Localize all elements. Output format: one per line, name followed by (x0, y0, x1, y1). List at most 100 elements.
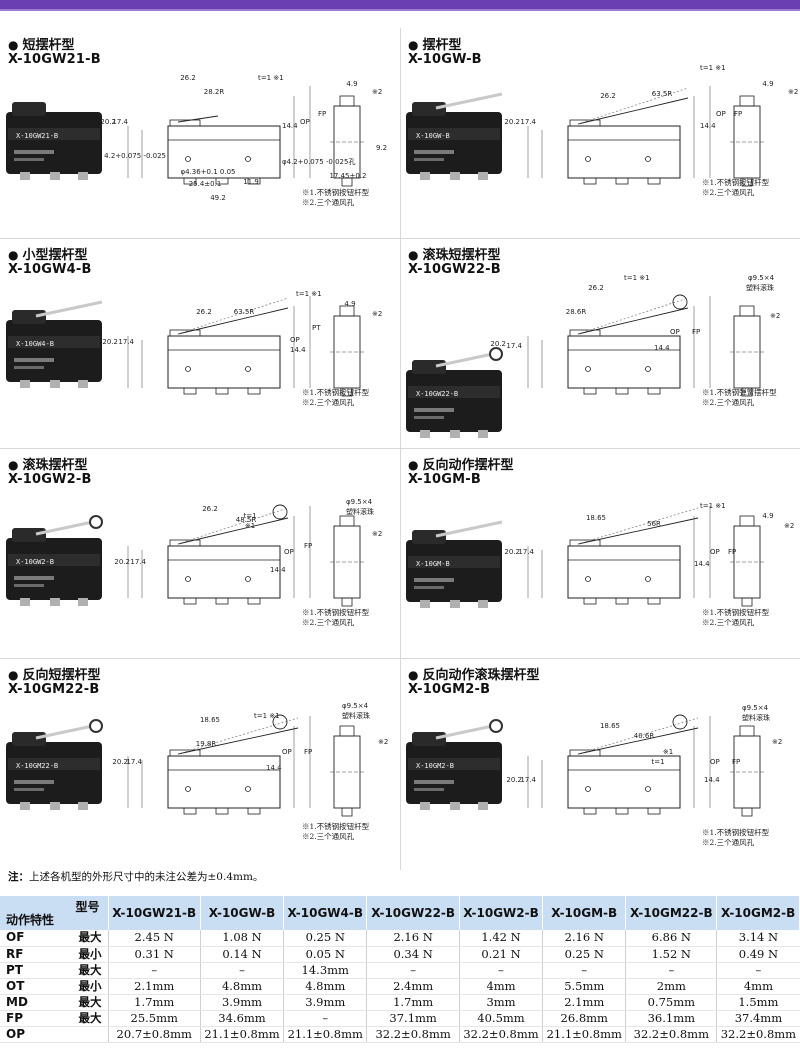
dimension-label: 18.65 (586, 514, 606, 522)
dimension-label: 14.4 (290, 346, 306, 354)
table-cell: 3.9mm (199, 994, 284, 1011)
table-cell: 32.2±0.8mm (716, 1026, 800, 1043)
footnote: ※1.不锈钢按钮杆型 (702, 608, 770, 617)
footnote: ※2.三个通风孔 (302, 198, 355, 207)
bullet-icon: ● (408, 248, 419, 262)
footnote: ※2.三个通风孔 (702, 398, 755, 407)
table-cell: – (625, 962, 717, 979)
table-cell: 4mm (716, 978, 800, 995)
dimension-label: 17.4 (126, 758, 142, 766)
dimension-label: 14.4 (694, 560, 710, 568)
dimension-label: t=1 ※1 (254, 712, 280, 720)
row-condition: 最大 (58, 930, 108, 947)
row-condition: 最小 (58, 946, 108, 963)
table-cell: 2.45 N (107, 930, 201, 947)
section-title: ●反向动作滚珠摆杆型 (408, 664, 540, 683)
dimension-label: φ4.36+0.1 0.05 (180, 168, 235, 176)
dimension-label: 20.2 (112, 758, 128, 766)
dimension-label: 20.2 (490, 340, 506, 348)
switch-photo: X-10GW2-B (6, 515, 103, 606)
dimension-label: t=1 ※1 (624, 274, 650, 282)
table-cell: – (283, 1009, 367, 1027)
dimension-label: 26.2 (588, 284, 604, 292)
table-cell: – (199, 962, 284, 979)
table-cell: – (542, 962, 626, 979)
dimension-label: FP (318, 110, 326, 118)
section-model: X-10GW21-B (8, 52, 101, 67)
dimension-label: 4.9 (346, 80, 357, 88)
footnote: ※1.不锈钢按钮杆型 (302, 388, 370, 397)
dimension-label: t=1 (651, 758, 664, 766)
row-label: MD (0, 994, 58, 1011)
table-cell: 5.5mm (542, 978, 626, 995)
table-cell: 2.16 N (542, 930, 626, 947)
section-title-text: 反向动作滚珠摆杆型 (422, 668, 540, 683)
dimension-label: FP (692, 328, 700, 336)
table-cell: 0.21 N (458, 946, 543, 963)
dimension-label: φ9.5×4 (748, 274, 775, 282)
grid-divider-vertical (400, 28, 401, 870)
dimension-label: 11.9 (243, 178, 259, 186)
dimension-label: OP (282, 748, 292, 756)
table-cell: 1.08 N (199, 930, 284, 947)
dimension-label: φ9.5×4 (346, 498, 373, 506)
table-cell: 0.05 N (283, 946, 367, 963)
dimension-label: ※2 (378, 738, 388, 746)
dimension-label: 14.4 (270, 566, 286, 574)
column-header-model: X-10GW2-B (459, 896, 544, 930)
footnote: ※2.三个通风孔 (302, 832, 355, 841)
section-title-text: 小型摆杆型 (22, 248, 88, 263)
switch-photo-label: X-10GW21-B (16, 132, 58, 140)
dimension-label: 26.2 (196, 308, 212, 316)
dimension-label: 14.4 (654, 344, 670, 352)
table-cell: 0.75mm (625, 994, 717, 1011)
dimension-label: 14.4 (266, 764, 282, 772)
table-cell: 20.7±0.8mm (107, 1026, 201, 1043)
footnote: ※1.不锈钢按钮杆型 (302, 188, 370, 197)
section-title: ●小型摆杆型 (8, 244, 88, 263)
table-cell: 14.3mm (283, 962, 367, 979)
top-accent-bar (0, 0, 800, 11)
dimension-label: 28.6R (566, 308, 587, 316)
footnotes: ※1.不锈钢按钮杆型※2.三个通风孔 (302, 388, 369, 408)
section-model: X-10GM2-B (408, 682, 491, 697)
switch-photo-label: X-10GM2-B (416, 762, 454, 770)
section-model: X-10GM22-B (8, 682, 100, 697)
dimension-label: ※2 (772, 738, 782, 746)
column-header-model: X-10GM2-B (716, 896, 800, 930)
dimension-label: ※2 (784, 522, 794, 530)
dimension-label: 28.2R (204, 88, 225, 96)
footnote: ※2.三个通风孔 (702, 838, 755, 847)
footnotes: ※1.不锈钢按钮杆型※2.三个通风孔 (302, 822, 369, 842)
row-label: FP (0, 1009, 58, 1027)
dimension-label: φ4.2+0.075 -0.025孔 (282, 158, 355, 166)
bullet-icon: ● (8, 248, 19, 262)
tolerance-note: 注：上述各机型的外形尺寸中的未注公差为±0.4mm。 (8, 871, 264, 883)
dimension-label: 18.65 (600, 722, 620, 730)
table-cell: 0.14 N (199, 946, 284, 963)
row-condition: 最大 (58, 962, 108, 979)
footnote: ※1.不锈钢按钮杆型 (702, 828, 770, 837)
section-title-text: 短摆杆型 (22, 38, 75, 53)
dimension-label: t=1 ※1 (296, 290, 322, 298)
dimension-label: 20.2 (504, 118, 520, 126)
table-cell: 3.9mm (283, 994, 367, 1011)
table-cell: – (107, 962, 201, 979)
dimension-label: OP (710, 548, 720, 556)
dimension-label: ※2 (770, 312, 780, 320)
switch-photo: X-10GM-B (406, 520, 503, 608)
table-cell: 3.14 N (716, 930, 800, 947)
table-cell: 1.7mm (366, 994, 460, 1011)
dimension-label: 48.5R (236, 516, 257, 524)
section-title: ●短摆杆型 (8, 34, 75, 53)
row-condition (58, 1026, 108, 1043)
switch-photo: X-10GW22-B (406, 347, 503, 438)
